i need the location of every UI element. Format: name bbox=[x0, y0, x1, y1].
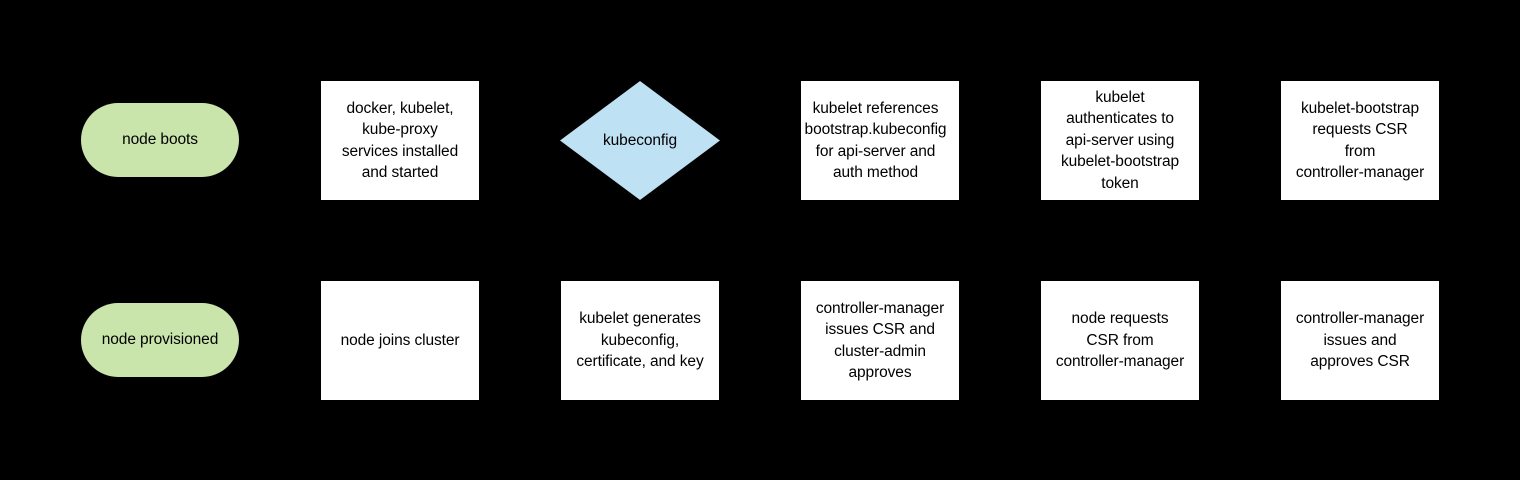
flow-node-kubelet-references-bootstrap[interactable]: kubelet references bootstrap.kubeconfig … bbox=[801, 81, 959, 200]
flow-node-label-controller-manager-approves: controller-manager issues and approves C… bbox=[1295, 310, 1425, 371]
flow-node-label-kubelet-authenticates: kubelet authenticates to api-server usin… bbox=[1060, 88, 1180, 192]
flow-node-label-kubeconfig-decision: kubeconfig bbox=[603, 131, 677, 149]
flow-node-kubelet-authenticates[interactable]: kubelet authenticates to api-server usin… bbox=[1041, 81, 1199, 200]
flow-node-label-kubelet-generates: kubelet generates kubeconfig, certificat… bbox=[576, 310, 704, 371]
flow-node-kubeconfig-decision[interactable]: kubeconfig bbox=[560, 81, 720, 200]
flow-node-controller-manager-approves[interactable]: controller-manager issues and approves C… bbox=[1281, 281, 1439, 400]
flow-node-label-node-joins-cluster: node joins cluster bbox=[340, 331, 460, 349]
flow-node-label-node-boots: node boots bbox=[122, 131, 198, 149]
flow-node-services-installed[interactable]: docker, kubelet, kube-proxy services ins… bbox=[321, 81, 479, 200]
flow-node-node-boots[interactable]: node boots bbox=[81, 103, 239, 177]
flow-node-label-kubelet-bootstrap-requests-csr: kubelet-bootstrap requests CSR from cont… bbox=[1295, 99, 1425, 182]
flow-node-label-node-provisioned: node provisioned bbox=[101, 331, 219, 349]
flow-node-node-provisioned[interactable]: node provisioned bbox=[81, 303, 239, 377]
flow-node-kubelet-generates[interactable]: kubelet generates kubeconfig, certificat… bbox=[561, 281, 719, 400]
flow-node-node-joins-cluster[interactable]: node joins cluster bbox=[321, 281, 479, 400]
flow-node-controller-manager-issues-csr[interactable]: controller-manager issues CSR and cluste… bbox=[801, 281, 959, 400]
flow-node-label-node-requests-csr: node requests CSR from controller-manage… bbox=[1055, 310, 1185, 371]
flow-node-label-kubelet-references-bootstrap: kubelet references bootstrap.kubeconfig … bbox=[804, 99, 947, 182]
flow-node-node-requests-csr[interactable]: node requests CSR from controller-manage… bbox=[1041, 281, 1199, 400]
flow-node-label-services-installed: docker, kubelet, kube-proxy services ins… bbox=[341, 99, 459, 182]
diamond-shape-icon bbox=[560, 81, 720, 200]
flow-node-kubelet-bootstrap-requests-csr[interactable]: kubelet-bootstrap requests CSR from cont… bbox=[1281, 81, 1439, 200]
flow-node-label-controller-manager-issues-csr: controller-manager issues CSR and cluste… bbox=[815, 299, 945, 382]
